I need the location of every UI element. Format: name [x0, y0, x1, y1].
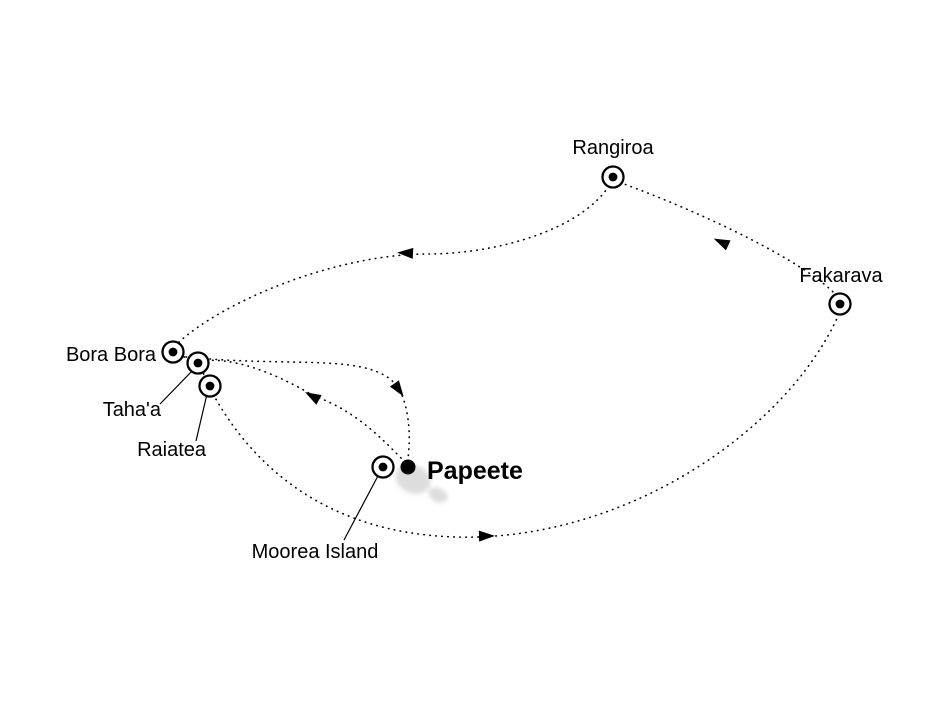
route-papeete-to-fakarava — [212, 313, 840, 538]
port-marker-bora-bora[interactable] — [161, 340, 185, 364]
port-marker-fakarava[interactable] — [828, 292, 852, 316]
route-arrow-to-cluster — [305, 392, 322, 405]
route-cluster-to-papeete — [185, 356, 411, 459]
route-papeete-to-cluster — [201, 359, 402, 459]
route-fakarava-to-rangiroa — [623, 183, 838, 297]
route-arrow-west — [397, 247, 414, 259]
route-rangiroa-to-bora-bora — [177, 180, 613, 344]
port-label-raiatea: Raiatea — [137, 439, 207, 461]
port-marker-raiatea[interactable] — [198, 374, 222, 398]
route-arrow-to-rangiroa — [713, 238, 731, 251]
port-label-papeete: Papeete — [427, 457, 523, 485]
port-label-tahaa: Taha'a — [103, 399, 162, 421]
route-arrow-to-papeete — [389, 380, 404, 397]
port-label-bora-bora: Bora Bora — [66, 344, 157, 366]
tahaa-label-leader — [159, 368, 195, 405]
port-marker-moorea[interactable] — [371, 455, 395, 479]
moorea-label-leader — [343, 473, 380, 541]
port-label-fakarava: Fakarava — [799, 265, 883, 287]
route-arrow-to-fakarava — [478, 530, 495, 542]
port-marker-rangiroa[interactable] — [601, 165, 625, 189]
route-tahaa-to-raiatea — [197, 362, 211, 387]
port-label-moorea: Moorea Island — [252, 541, 379, 563]
raiatea-label-leader — [195, 393, 208, 442]
port-marker-papeete[interactable] — [400, 459, 416, 475]
port-marker-tahaa[interactable] — [186, 351, 210, 375]
port-label-rangiroa: Rangiroa — [572, 137, 654, 159]
